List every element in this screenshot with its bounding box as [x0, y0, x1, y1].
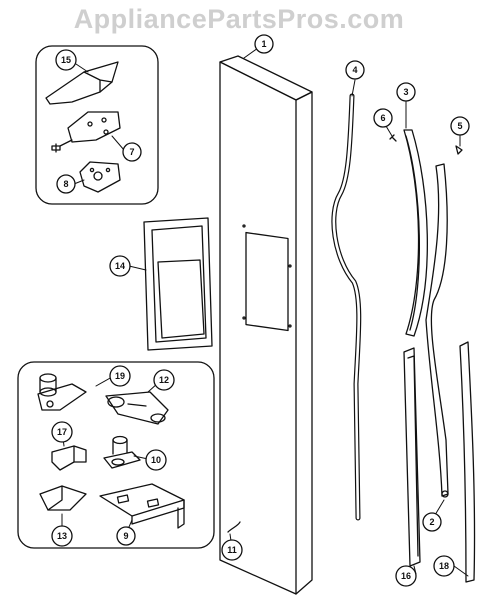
bottom-hinge-plate-part [99, 483, 185, 529]
svg-text:6: 6 [380, 113, 385, 123]
svg-text:11: 11 [227, 545, 237, 555]
callout-1: 1 [254, 34, 274, 54]
trim-strip-part-2 [459, 341, 476, 583]
svg-text:15: 15 [61, 55, 71, 65]
svg-text:19: 19 [115, 371, 125, 381]
callout-10: 10 [145, 449, 167, 471]
svg-text:10: 10 [151, 455, 161, 465]
callout-6: 6 [373, 108, 393, 128]
callout-9: 9 [116, 526, 136, 546]
screw-part [389, 134, 397, 142]
callout-11: 11 [221, 539, 243, 561]
callout-3: 3 [396, 82, 416, 102]
svg-text:8: 8 [63, 179, 68, 189]
svg-text:18: 18 [439, 561, 449, 571]
door-panel-part [219, 55, 313, 595]
gasket-part [331, 93, 362, 521]
small-bracket-part [51, 445, 87, 471]
svg-text:7: 7 [129, 147, 134, 157]
inset-box-top-hinge [35, 45, 159, 205]
callout-4: 4 [345, 60, 365, 80]
door-handle-part [425, 163, 449, 498]
svg-text:13: 13 [57, 531, 67, 541]
dispenser-frame-part [143, 217, 213, 351]
screw-part-2 [455, 145, 463, 155]
hinge-bracket-part [105, 391, 169, 425]
hinge-pin-part [37, 373, 87, 411]
callout-14: 14 [109, 255, 131, 277]
dispenser-opening [245, 231, 289, 332]
callout-15: 15 [55, 49, 77, 71]
svg-text:12: 12 [159, 375, 169, 385]
hinge-roller-part [103, 435, 141, 469]
svg-text:5: 5 [457, 121, 462, 131]
callout-7: 7 [122, 142, 142, 162]
svg-text:4: 4 [352, 65, 357, 75]
callout-2: 2 [422, 512, 442, 532]
top-hinge-part [51, 111, 121, 153]
svg-text:2: 2 [429, 517, 434, 527]
callout-16: 16 [395, 565, 417, 587]
site-watermark: AppliancePartsPros.com [73, 4, 405, 34]
svg-text:14: 14 [115, 261, 125, 271]
inset-box-bottom-hinge [17, 361, 215, 549]
hinge-cover-part [45, 61, 119, 105]
svg-text:17: 17 [57, 427, 67, 437]
cover-bracket-part [39, 485, 87, 511]
callout-12: 12 [153, 369, 175, 391]
callout-17: 17 [51, 421, 73, 443]
trim-strip-part [403, 347, 421, 567]
callout-19: 19 [109, 365, 131, 387]
svg-text:9: 9 [123, 531, 128, 541]
callout-8: 8 [56, 174, 76, 194]
svg-text:1: 1 [261, 39, 266, 49]
handle-trim-part [403, 129, 428, 337]
clip-part [227, 521, 241, 533]
callout-5: 5 [450, 116, 470, 136]
svg-text:16: 16 [401, 571, 411, 581]
callout-18: 18 [433, 555, 455, 577]
hinge-plate-part [79, 161, 121, 193]
svg-text:3: 3 [403, 87, 408, 97]
callout-13: 13 [51, 525, 73, 547]
